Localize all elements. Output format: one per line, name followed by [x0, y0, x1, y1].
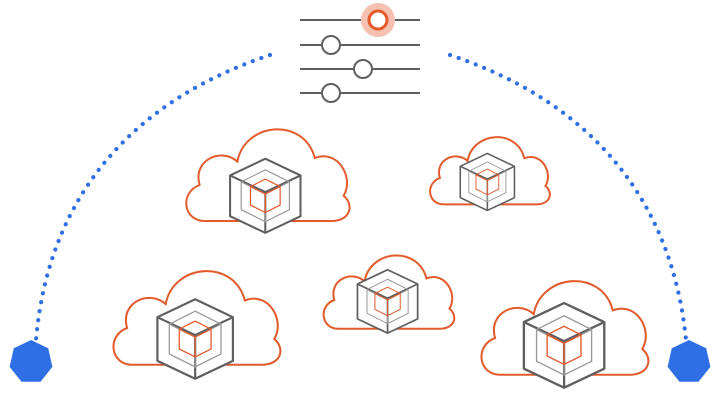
cloud-top-left: [185, 128, 351, 234]
cloud-bottom-left: [112, 270, 282, 380]
cube-icon: [229, 157, 302, 234]
heptagon-node-icon: [9, 340, 53, 382]
right-node: [667, 340, 711, 382]
cloud-bottom-center: [322, 254, 456, 334]
cloud-top-right: [429, 136, 551, 212]
slider-knob: [321, 35, 341, 55]
cube-icon: [522, 301, 606, 389]
cube-icon: [459, 152, 516, 212]
cube-icon: [356, 268, 419, 334]
slider-knob: [353, 59, 373, 79]
heptagon-node-icon: [667, 340, 711, 382]
left-node: [9, 340, 53, 382]
sliders-icon: [300, 3, 420, 103]
cloud-bottom-right: [480, 280, 650, 389]
slider-knob-active: [367, 9, 389, 31]
cube-icon: [156, 298, 235, 380]
slider-knob: [321, 83, 341, 103]
